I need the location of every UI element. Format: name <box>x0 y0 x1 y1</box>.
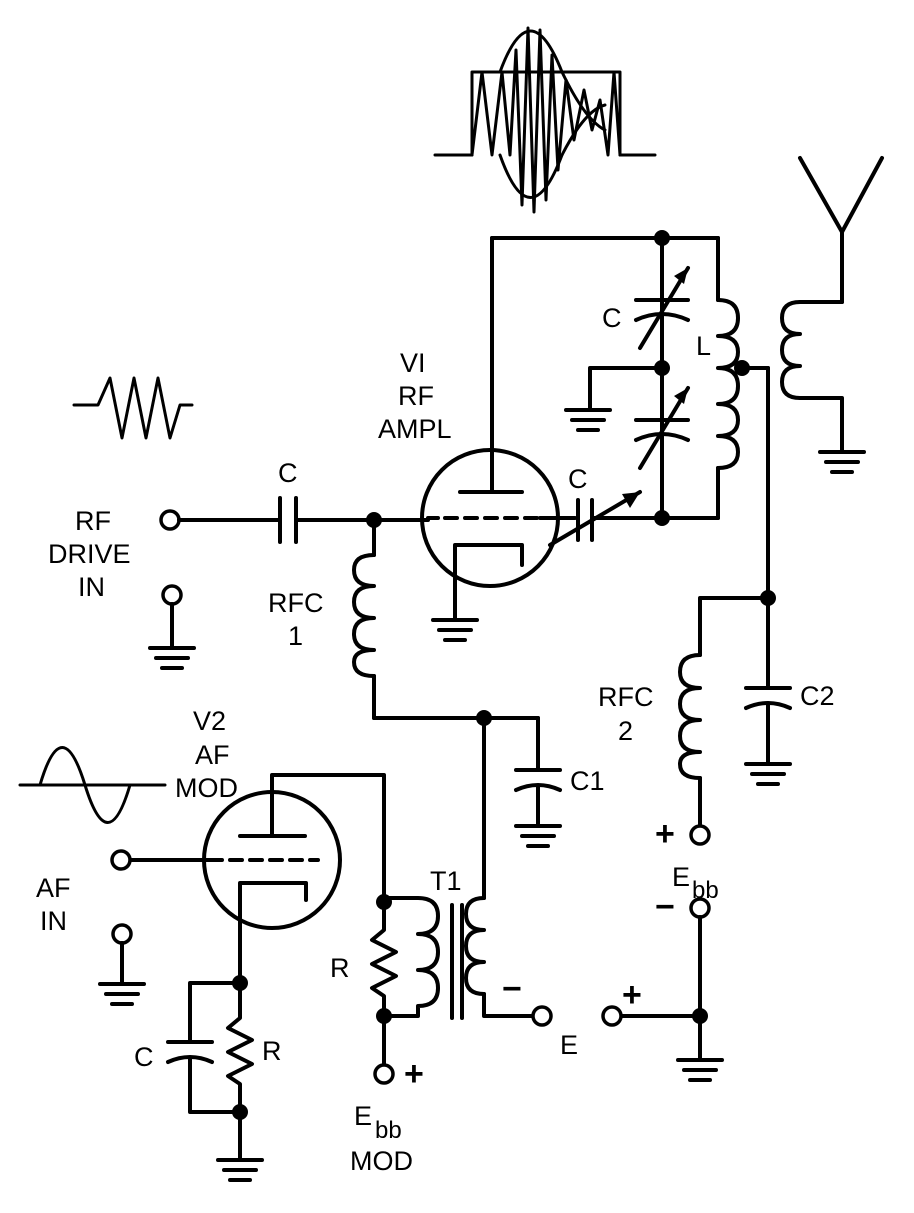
tank-capacitor-upper <box>634 266 690 350</box>
rf-drive-label-line1: RF <box>75 506 111 536</box>
c2-label: C2 <box>800 681 835 711</box>
modulated-rf-waveform-icon <box>433 26 657 214</box>
rfc1-label-line2: 1 <box>288 621 303 651</box>
ebb-mod-label-sub: bb <box>375 1117 402 1144</box>
t1-modulation-transformer <box>382 716 540 1020</box>
c1-bypass-capacitor <box>514 716 562 848</box>
rf-drive-label-line3: IN <box>78 572 105 602</box>
cathode-resistor-label: R <box>262 1036 282 1066</box>
input-capacitor-label: C <box>278 458 298 488</box>
mod-supply-node <box>376 1008 392 1024</box>
rf-drive-label-line2: DRIVE <box>48 539 131 569</box>
v1-label-line2: RF <box>398 381 434 411</box>
v2-af-modulator-tube <box>128 773 386 985</box>
af-in-terminal <box>110 849 132 871</box>
c2-bypass-capacitor <box>744 596 792 786</box>
rfc2-label-line2: 2 <box>618 716 633 746</box>
rfc1-choke <box>352 518 540 720</box>
ebb-rf-minus-terminal <box>689 897 711 919</box>
v1-label-line1: VI <box>400 348 426 378</box>
af-in-label-line1: AF <box>36 873 71 903</box>
rfc2-choke <box>678 596 770 830</box>
ebb-mod-label-e: E <box>354 1101 372 1131</box>
tank-top-node <box>654 230 670 246</box>
tank-capacitor-lower <box>634 386 690 470</box>
e-bias-minus-sign: − <box>502 970 522 1008</box>
plate-load-resistor <box>370 900 398 1068</box>
e-bias-minus-terminal <box>531 1005 553 1027</box>
af-in-label-line2: IN <box>40 906 67 936</box>
v2-label-line2: AF <box>195 740 230 770</box>
af-sine-waveform-icon <box>18 746 167 824</box>
af-in-ground <box>98 923 146 1006</box>
neutralizing-capacitor <box>538 490 664 547</box>
rfc1-label-line1: RFC <box>268 588 324 618</box>
ebb-ground <box>676 1014 724 1082</box>
cathode-capacitor-label: C <box>134 1042 154 1072</box>
tank-capacitor-label: C <box>602 303 622 333</box>
tank-inductor-label: L <box>696 331 711 361</box>
tank-ground <box>564 366 664 432</box>
t1-label: T1 <box>430 866 462 896</box>
input-coupling-capacitor <box>278 496 298 544</box>
tank-inductor <box>660 298 740 520</box>
rfc2-label-line1: RFC <box>598 682 654 712</box>
e-bias-plus-terminal <box>601 1005 623 1027</box>
neutralizing-capacitor-label: C <box>568 464 588 494</box>
e-bias-plus-sign: + <box>622 976 642 1014</box>
cathode-bias-network <box>166 981 264 1182</box>
v2-label-line3: MOD <box>175 773 238 803</box>
ebb-rf-plus-terminal <box>689 824 711 846</box>
cathode-bottom-node <box>232 1104 248 1120</box>
ebb-rf-label-e: E <box>672 862 690 892</box>
rf-drive-in-terminal <box>159 509 181 531</box>
ebb-mod-label-mod: MOD <box>350 1146 413 1176</box>
plate-load-resistor-label: R <box>330 953 350 983</box>
ebb-mod-plus-terminal <box>373 1063 395 1085</box>
plate-supply-wire <box>490 236 720 520</box>
rf-drive-ground <box>148 584 196 670</box>
ebb-rf-minus-sign: − <box>655 888 675 926</box>
v2-label-line1: V2 <box>193 706 226 736</box>
c1-label: C1 <box>570 766 605 796</box>
ebb-rf-plus-sign: + <box>655 815 675 853</box>
rf-carrier-waveform-icon <box>72 376 194 440</box>
ebb-mod-plus-sign: + <box>404 1055 424 1093</box>
antenna-icon <box>780 156 884 474</box>
v1-label-line3: AMPL <box>378 414 452 444</box>
e-bias-label: E <box>560 1030 578 1060</box>
